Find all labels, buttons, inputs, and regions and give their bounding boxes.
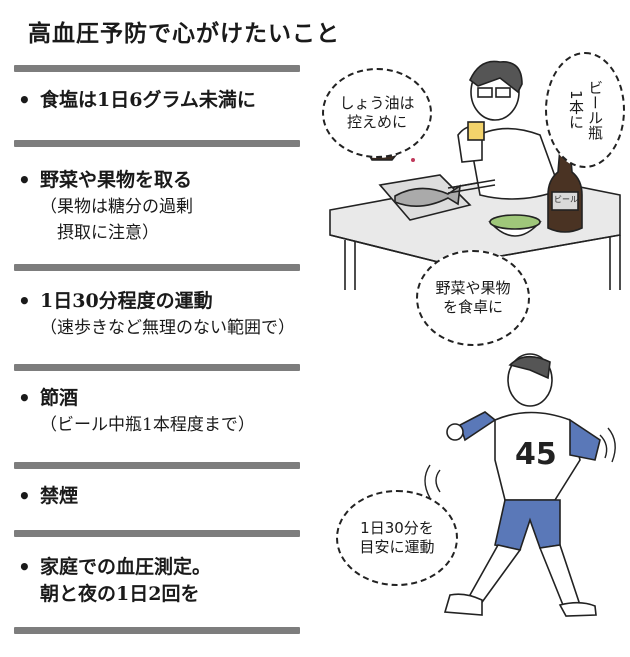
bullet-icon: • (18, 168, 31, 192)
item-sub: 摂取に注意） (40, 223, 159, 243)
item-main: 節酒 (40, 387, 79, 409)
bubble-text: 1日30分を 目安に運動 (359, 519, 435, 556)
speech-bubble-walk: 1日30分を 目安に運動 (336, 490, 458, 586)
bullet-icon: • (18, 555, 31, 579)
item-main: 野菜や果物を取る (40, 169, 193, 191)
speech-bubble-beer: ビール瓶 1本に (545, 52, 625, 168)
beer-bottle-illustration (547, 147, 583, 233)
bowl-illustration (488, 214, 542, 237)
motion-lines (424, 427, 616, 499)
item-main: 禁煙 (40, 485, 79, 507)
item-main: 食塩は1日6グラム未満に (40, 89, 256, 111)
divider (14, 264, 300, 271)
bullet-icon: • (18, 289, 31, 313)
item-sub: （速歩きなど無理のない範囲で） (40, 318, 295, 338)
speech-bubble-veg: 野菜や果物 を食卓に (416, 250, 530, 346)
divider (14, 364, 300, 371)
divider (14, 140, 300, 147)
bullet-icon: • (18, 88, 31, 112)
bottle-label: ビール (554, 195, 578, 204)
speech-bubble-soy: しょう油は 控えめに (322, 68, 432, 158)
divider (14, 627, 300, 634)
item-sub: （果物は糖分の過剰 (40, 197, 193, 217)
bubble-text: ビール瓶 1本に (567, 80, 604, 140)
bullet-icon: • (18, 484, 31, 508)
item-main: 家庭での血圧測定。 (40, 556, 212, 578)
bullet-icon: • (18, 386, 31, 410)
item-sub: 朝と夜の1日2回を (40, 583, 200, 605)
divider (14, 530, 300, 537)
bubble-text: しょう油は 控えめに (339, 94, 415, 131)
walker-illustration (443, 353, 601, 617)
jersey-number: 45 (515, 437, 557, 472)
item-sub: （ビール中瓶1本程度まで） (40, 415, 255, 435)
item-main: 1日30分程度の運動 (40, 290, 213, 312)
man-illustration (457, 60, 562, 200)
divider (14, 462, 300, 469)
divider (14, 65, 300, 72)
page-title: 高血圧予防で心がけたいこと (28, 21, 340, 47)
bubble-text: 野菜や果物 を食卓に (435, 279, 511, 316)
fish-plate-illustration (378, 174, 496, 221)
